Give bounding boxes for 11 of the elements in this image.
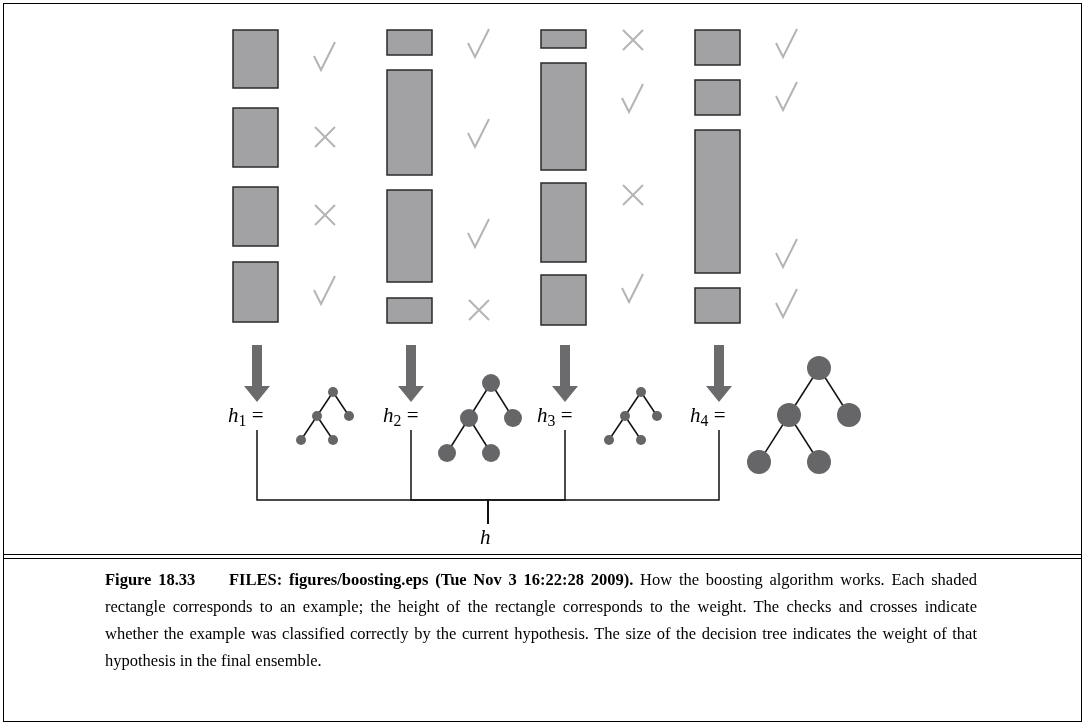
hypothesis-label: h [480,524,491,550]
figure-caption: Figure 18.33 FILES: figures/boosting.eps (Tue Nov 3 16:22:28 2009). How the boosting algorithm works. Each shaded rectangle corresponds to an example; the height of the rectangle corresponds to the weight. The checks and crosses indicate whether the example was classified correctly by the current hypothesis. The size of the decision tree indicates the weight of that hypothesis in the final ensemble. [105,569,977,672]
bracket-line [487,429,720,525]
hypothesis-label: h$_{1}$ = [228,402,264,428]
hypothesis-label: h$_{3}$ = [537,402,573,428]
arrow [244,345,270,402]
arrow [398,345,424,402]
hypothesis-label: h$_{2}$ = [383,402,419,428]
arrow [706,345,732,402]
hypothesis-label: h$_{4}$ = [690,402,726,428]
arrow [552,345,578,402]
